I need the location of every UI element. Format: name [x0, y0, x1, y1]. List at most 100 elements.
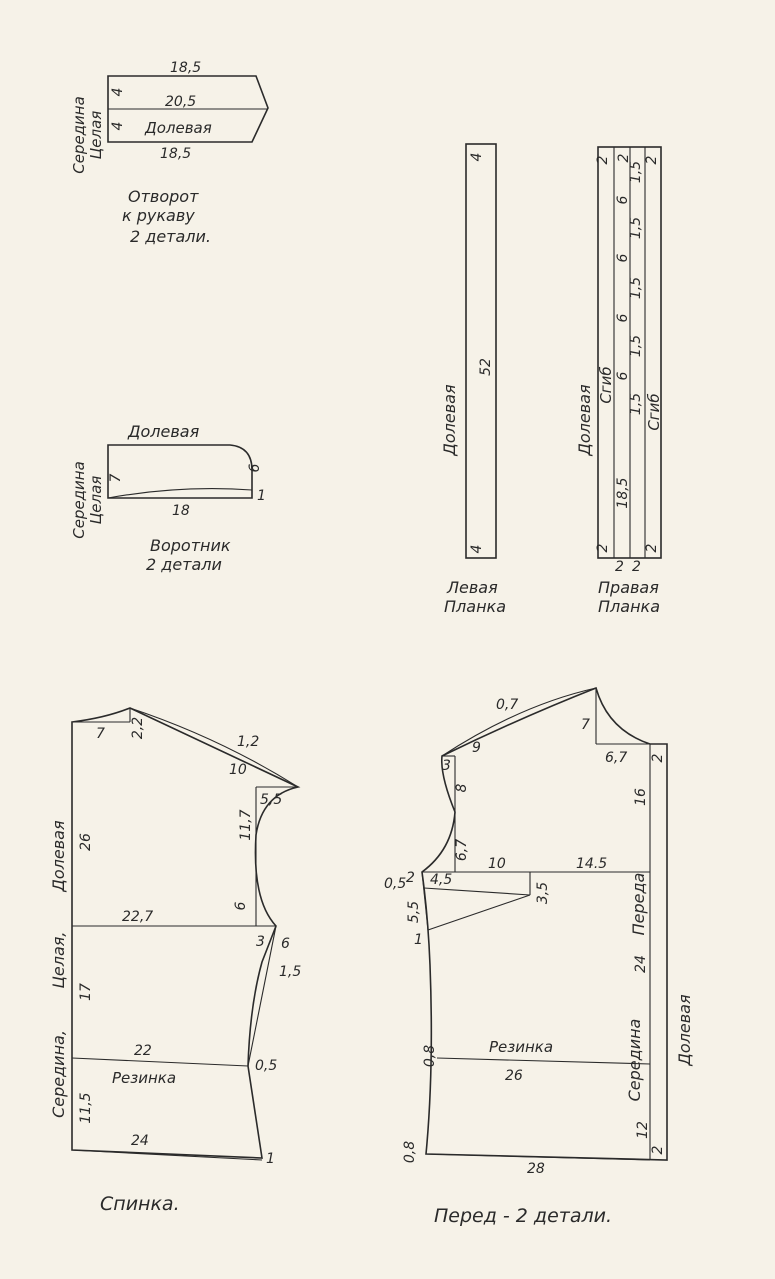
right-placket-bl: 2 [595, 543, 611, 552]
front-waist-dim: 26 [505, 1068, 523, 1084]
front-dart-55: 5,5 [406, 901, 422, 923]
front-dart-35: 3,5 [535, 882, 551, 904]
back-hem-mark: 1 [266, 1151, 275, 1167]
front-hem-mark: 0,8 [402, 1141, 418, 1163]
right-placket-grain: Долевая [575, 384, 594, 457]
back-shoulder-guide [129, 707, 299, 788]
back-hem-dim: 24 [131, 1133, 149, 1149]
front-shoulder-dim: 9 [472, 740, 481, 756]
cuff-caption-3: 2 детали. [130, 227, 211, 246]
right-placket-p15-b: 1,5 [628, 217, 644, 239]
front-label-pereda: Переда [629, 873, 648, 936]
right-placket-bottom-2: 2 [632, 559, 641, 575]
back-armhole-top-dim: 5,5 [260, 792, 282, 808]
right-placket-bottom-1: 2 [615, 559, 624, 575]
back-grain-label: Долевая [49, 820, 68, 893]
right-placket-caption-2: Планка [598, 597, 660, 616]
front-edge-2-bottom: 2 [650, 1145, 666, 1154]
back-h26: 26 [78, 833, 94, 851]
front-dart-upper [423, 887, 531, 896]
front-arm-67: 6,7 [454, 839, 470, 861]
back-center-label: Середина, [49, 1030, 68, 1118]
collar-caption-1: Воротник [150, 536, 231, 555]
front-arm-3: 3 [442, 758, 451, 774]
back-shoulder-drop: 1,2 [237, 734, 259, 750]
cuff-caption-2: к рукаву [122, 206, 195, 225]
front-dart-1: 1 [414, 932, 423, 948]
right-placket-br: 2 [644, 543, 660, 552]
back-side-15: 1,5 [279, 964, 301, 980]
back-hem-line [71, 1149, 263, 1161]
left-placket-bottom-dim: 4 [469, 545, 485, 554]
back-armhole-low-dim: 6 [233, 901, 249, 910]
front-hem-dim: 28 [527, 1161, 545, 1177]
cuff-side-top-dim: 4 [110, 88, 126, 97]
collar-right-dim: 6 [247, 463, 263, 472]
front-waist-line [436, 1057, 651, 1065]
right-placket-p6-a: 6 [615, 195, 631, 204]
cuff-outline [107, 75, 269, 143]
back-whole-label: Целая, [49, 931, 68, 988]
collar-piece: Долевая 7 6 1 18 Середина Целая Воротник… [70, 422, 266, 574]
right-placket-tr: 2 [644, 155, 660, 164]
right-placket-caption-1: Правая [598, 578, 659, 597]
cuff-side-bottom-dim: 4 [110, 122, 126, 131]
back-waist-dim: 22 [134, 1043, 152, 1059]
left-placket-piece: 4 52 4 Долевая Левая Планка [440, 143, 506, 616]
back-h115: 11,5 [78, 1092, 94, 1123]
right-placket-inner-top: 2 [616, 153, 632, 162]
cuff-piece: 18,5 20,5 18,5 4 4 Долевая Середина Цела… [70, 60, 269, 246]
front-dart-2: 2 [406, 870, 415, 886]
right-placket-main-dim: 18,5 [615, 477, 631, 508]
back-piece: 7 2,2 1,2 10 5,5 11,7 6 3 6 1,5 22,7 22 … [49, 707, 301, 1215]
cuff-middle-dim: 20,5 [165, 94, 196, 110]
front-h12: 12 [635, 1121, 651, 1139]
front-dart-lower [427, 894, 531, 931]
front-h16: 16 [633, 788, 649, 806]
front-center-label: Середина [625, 1019, 644, 1102]
cuff-bottom-dim: 18,5 [160, 146, 191, 162]
right-placket-p15-d: 1,5 [628, 335, 644, 357]
collar-height-dim: 7 [108, 473, 124, 482]
right-placket-piece: 2 2 2 1,5 6 1,5 6 1,5 6 1,5 6 Сгиб 1,5 С… [575, 146, 663, 616]
back-h17: 17 [78, 983, 94, 1001]
front-dart-45: 4,5 [430, 872, 452, 888]
right-placket-p6-b: 6 [615, 253, 631, 262]
back-waist-line [71, 1057, 249, 1067]
front-shoulder-drop: 0,7 [496, 697, 518, 713]
right-placket-p15-c: 1,5 [628, 277, 644, 299]
front-hem-line [425, 1153, 651, 1161]
right-placket-p6-c: 6 [615, 313, 631, 322]
right-placket-p15-a: 1,5 [628, 161, 644, 183]
left-placket-top-dim: 4 [469, 153, 485, 162]
cuff-side-label-1: Середина [70, 96, 88, 174]
back-side-3: 3 [256, 934, 265, 950]
front-arm-8: 8 [454, 783, 470, 792]
front-shoulder-curve [441, 687, 597, 757]
cuff-top-dim: 18,5 [170, 60, 201, 76]
back-armhole-h-dim: 11,7 [238, 809, 254, 840]
right-placket-p15-e: 1,5 [628, 393, 644, 415]
cuff-grain-label: Долевая [144, 119, 212, 137]
back-side-6: 6 [281, 936, 290, 952]
cuff-caption-1: Отворот [128, 187, 199, 206]
left-placket-outline [465, 143, 497, 559]
collar-side-label-1: Середина [70, 461, 88, 539]
front-edge-2-top: 2 [650, 753, 666, 762]
front-h24: 24 [633, 955, 649, 973]
right-placket-fold-label-2: Сгиб [645, 393, 663, 430]
front-neck-67: 6,7 [605, 750, 627, 766]
front-dart-side [421, 871, 429, 931]
front-chest-right: 14.5 [576, 856, 607, 872]
left-placket-middle-dim: 52 [478, 358, 494, 376]
back-waist-mark: 0,5 [255, 1058, 277, 1074]
back-title: Спинка. [100, 1193, 180, 1215]
front-neck-7: 7 [581, 717, 590, 733]
back-neck-rise-dim: 2,2 [130, 717, 146, 739]
right-placket-p6-d: 6 [615, 371, 631, 380]
collar-side-label-2: Целая [87, 476, 105, 525]
collar-inner-curve [107, 488, 253, 499]
right-placket-fold-label-1: Сгиб [597, 366, 615, 403]
